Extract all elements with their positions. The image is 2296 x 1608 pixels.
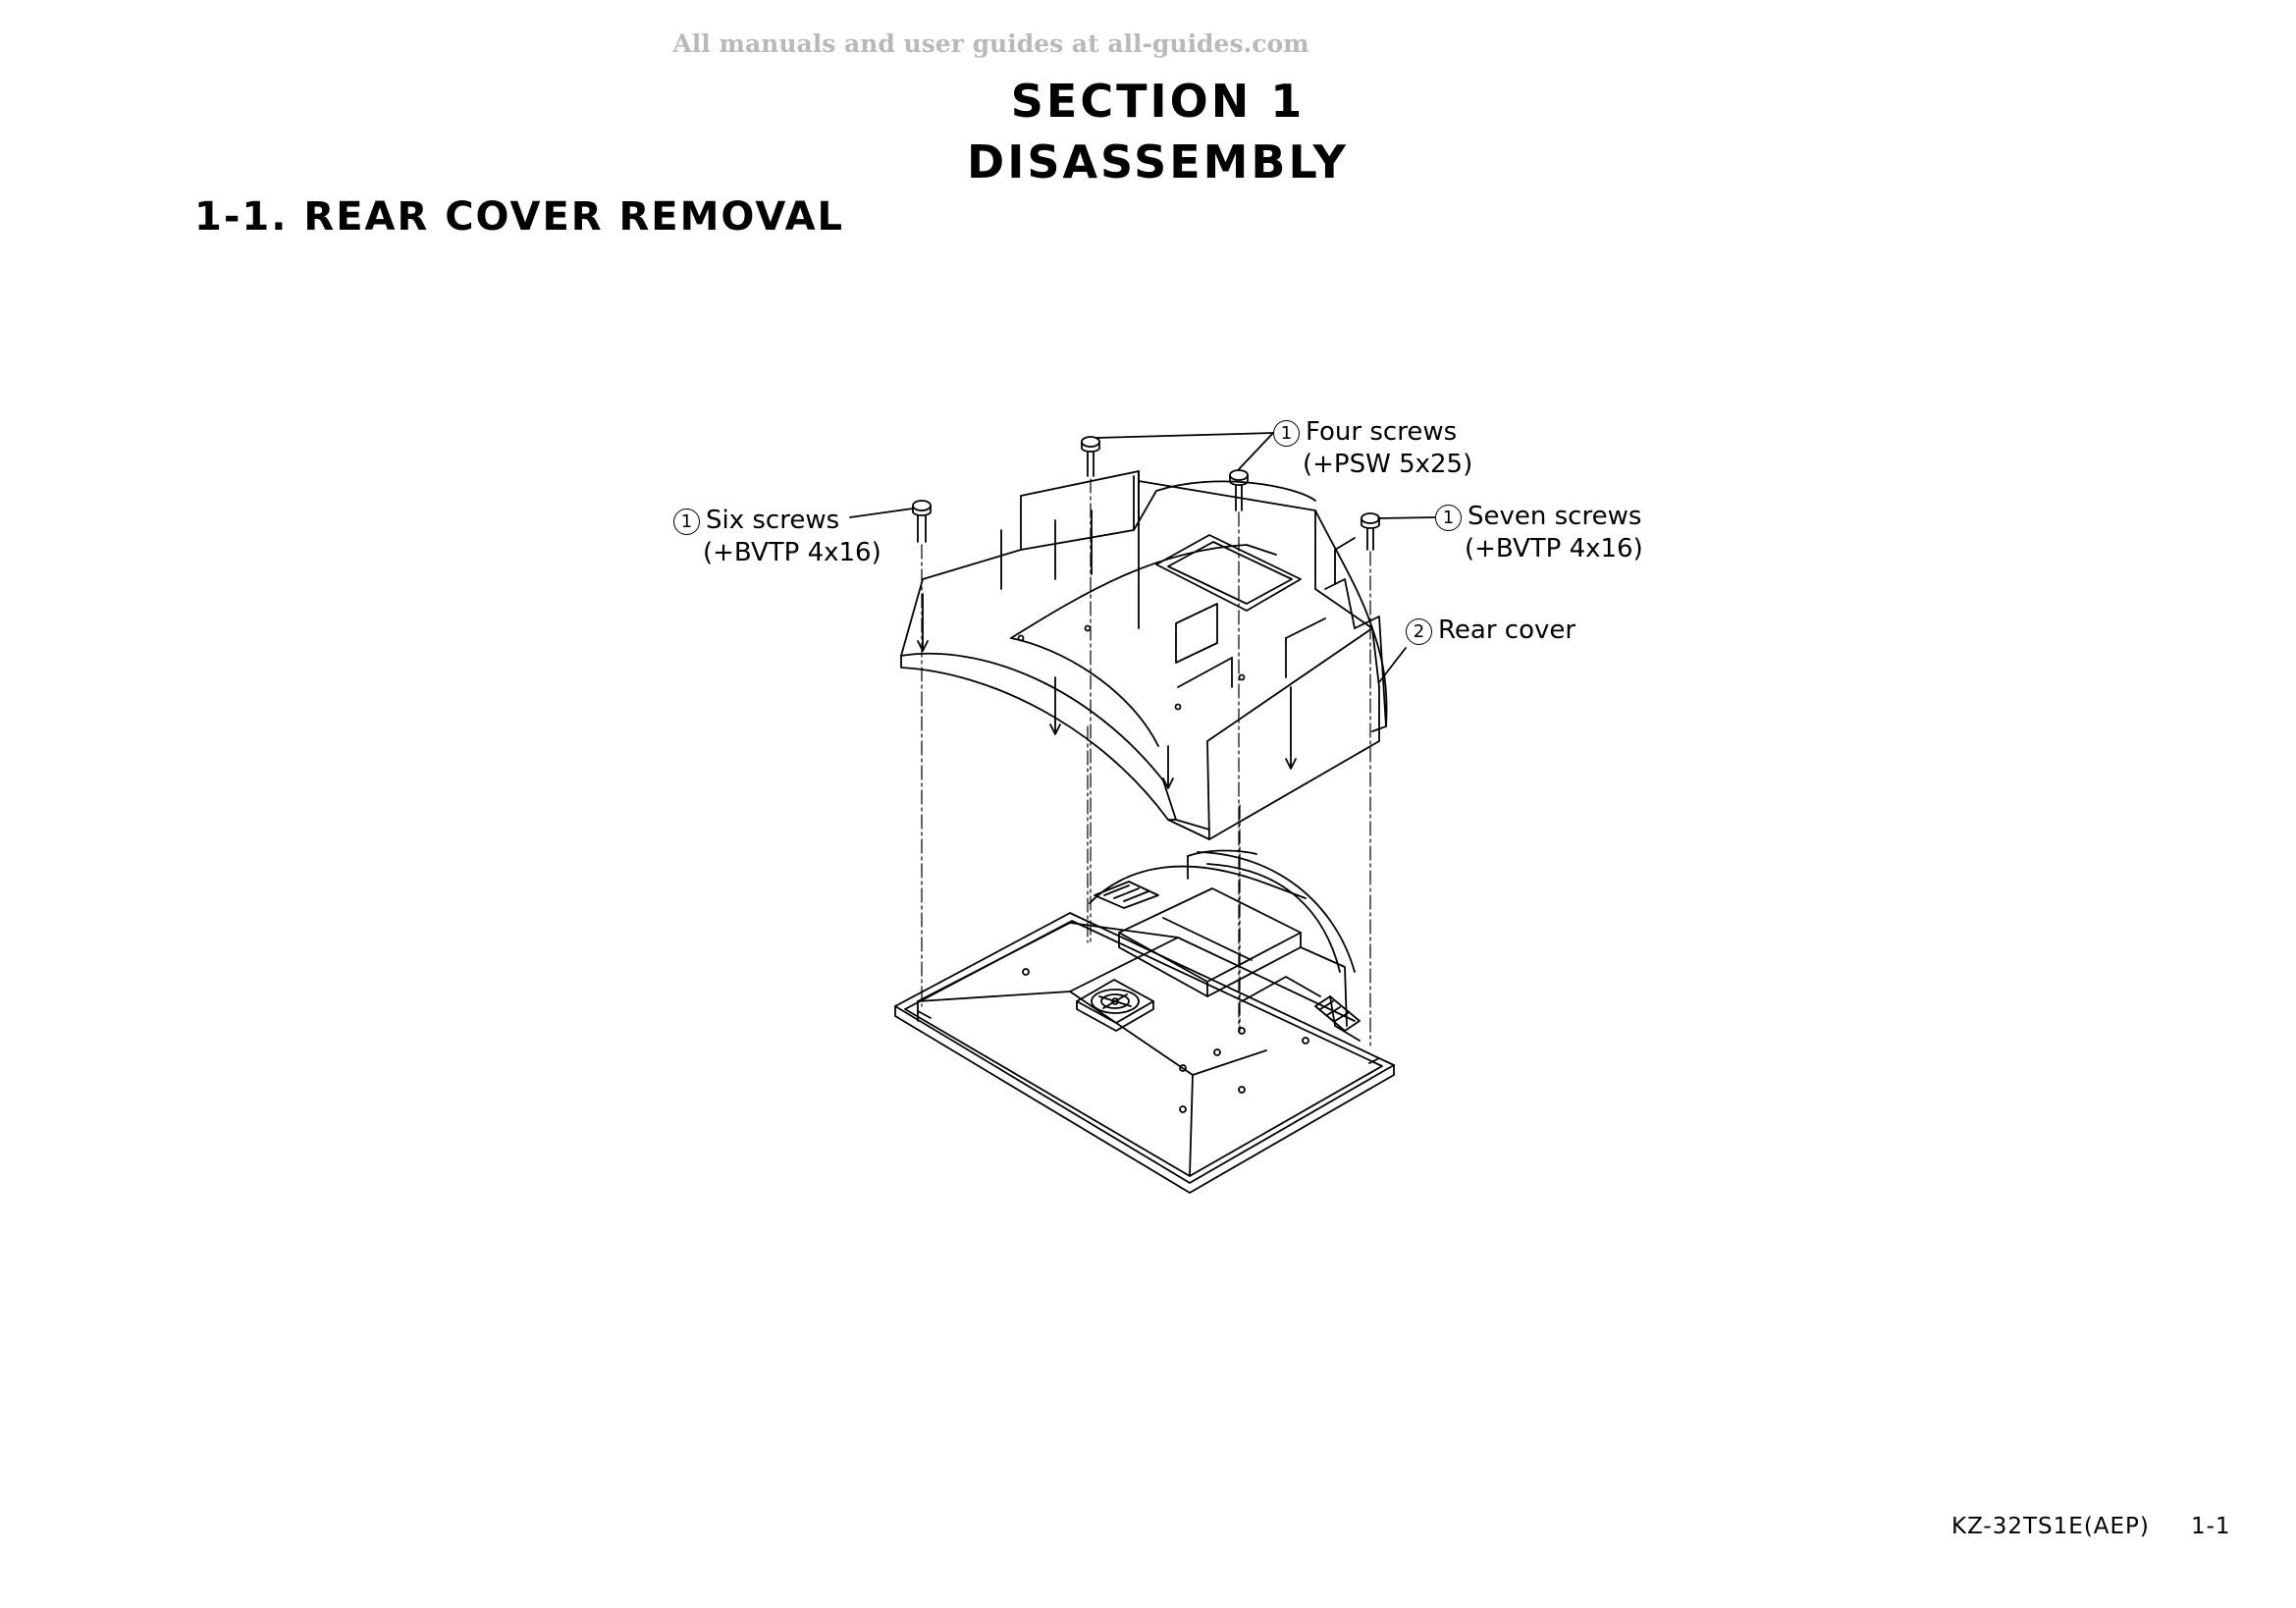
callout-spec: (+BVTP 4x16): [703, 538, 881, 567]
callout-label: Seven screws: [1468, 502, 1642, 531]
alignment-lines: [921, 478, 1371, 1046]
tv-chassis-drawing: [894, 849, 1395, 1194]
footer-model: KZ-32TS1E(AEP): [1951, 1514, 2150, 1539]
section-number: SECTION 1: [1010, 75, 1306, 128]
step-number-badge: 2: [1406, 618, 1432, 645]
step-number-badge: 1: [1435, 505, 1462, 531]
step-number-badge: 1: [673, 509, 700, 535]
rear-cover-drawing: [900, 470, 1388, 840]
watermark: All manuals and user guides at all-guide…: [672, 29, 1309, 58]
step-number-badge: 1: [1273, 420, 1300, 447]
screws-drawing: [912, 436, 1380, 551]
section-title: DISASSEMBLY: [967, 135, 1349, 188]
callout-spec: (+BVTP 4x16): [1465, 534, 1643, 563]
callout-label: Four screws: [1306, 417, 1458, 447]
callout-label: Six screws: [706, 506, 840, 535]
leader-lines: [849, 432, 1436, 683]
callout-label: Rear cover: [1438, 616, 1576, 645]
callout-spec: (+PSW 5x25): [1303, 450, 1473, 479]
subsection-heading: 1-1. REAR COVER REMOVAL: [194, 194, 845, 240]
footer-page-number: 1-1: [2191, 1514, 2231, 1539]
